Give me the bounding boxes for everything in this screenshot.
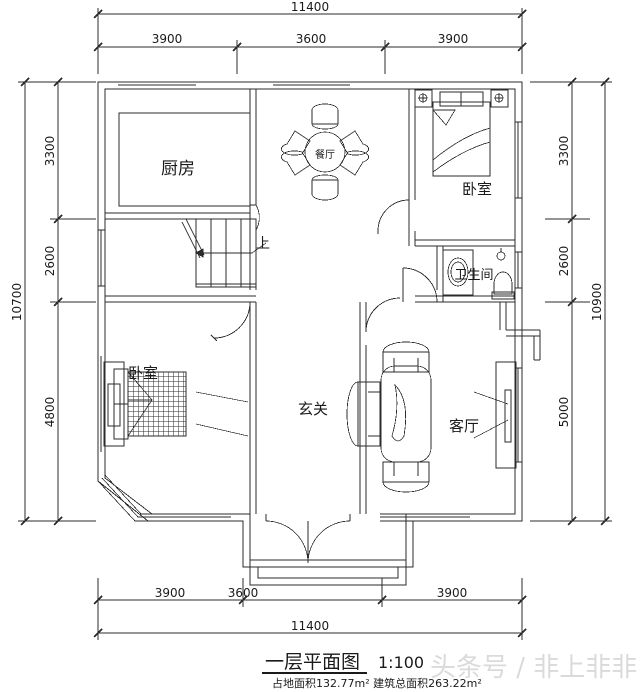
dining-chair <box>311 103 339 130</box>
dim-right-overall: 10900 <box>590 283 604 321</box>
bay-window-bedroom2 <box>97 474 231 522</box>
dimension-top <box>93 8 527 74</box>
window-dining-top <box>273 81 350 90</box>
bed-bedroom1 <box>414 89 509 177</box>
room-label-bedroom2: 卧室 <box>128 364 158 382</box>
dim-top-seg-1: 3900 <box>152 32 183 46</box>
dim-top-overall: 11400 <box>291 0 329 14</box>
title-block: 一层平面图 1:100 占地面积132.77m² 建筑总面积263.22m² <box>262 651 482 690</box>
sofa-set-living <box>346 341 432 493</box>
dining-chair <box>280 150 311 176</box>
door-bedroom1 <box>377 199 410 234</box>
bathroom-fixtures <box>442 248 515 300</box>
dim-top-seg-3: 3900 <box>438 32 469 46</box>
dining-chair <box>311 174 339 201</box>
page-title: 一层平面图 <box>265 651 360 673</box>
staircase <box>181 218 267 288</box>
leader-lines <box>195 391 509 439</box>
window-bedroom1-right <box>514 121 523 199</box>
door-bedroom2 <box>210 301 251 342</box>
door-living <box>359 297 401 345</box>
window-living-right <box>495 361 523 469</box>
room-label-kitchen: 厨房 <box>161 159 195 179</box>
watermark: 头条号 / 非上非非 <box>430 653 637 683</box>
door-entry-double <box>265 514 351 564</box>
window-bathroom-right <box>514 251 523 289</box>
dim-left-seg-3: 4800 <box>43 397 57 428</box>
dim-left-overall: 10700 <box>10 283 24 321</box>
window-living-bottom <box>380 513 470 522</box>
kitchen-counter <box>118 112 251 207</box>
room-label-bedroom1: 卧室 <box>462 180 492 198</box>
interior-walls <box>105 89 541 514</box>
room-label-bathroom: 卫生间 <box>454 268 493 283</box>
dimension-left <box>18 77 96 526</box>
dim-top-seg-2: 3600 <box>296 32 327 46</box>
window-left-stairhall <box>97 229 106 287</box>
dimension-bottom <box>93 578 527 640</box>
stair-up-annotation: 上 <box>256 236 270 252</box>
watermark-text: 头条号 / 非上非非 <box>430 653 637 683</box>
room-label-group: 厨房 餐厅 卧室 卫生间 卧室 玄关 客厅 <box>128 148 494 435</box>
dimension-right <box>530 77 612 526</box>
entry-porch-step <box>249 560 407 586</box>
window-kitchen-top <box>118 81 196 90</box>
dim-left-seg-1: 3300 <box>43 136 57 167</box>
stair-up-label: 上 <box>256 236 270 252</box>
dim-bottom-seg-3: 3900 <box>437 586 468 600</box>
window-bedroom2-left <box>97 356 125 452</box>
room-label-living: 客厅 <box>449 417 479 435</box>
dim-bottom-overall: 11400 <box>291 619 329 633</box>
room-label-dining: 餐厅 <box>315 148 335 161</box>
dim-bottom-seg-2: 3600 <box>228 586 259 600</box>
dim-right-seg-2: 2600 <box>557 246 571 277</box>
scale-label: 1:100 <box>378 653 424 672</box>
dim-right-seg-1: 3300 <box>557 136 571 167</box>
dining-table-set <box>280 103 370 201</box>
room-label-foyer: 玄关 <box>298 400 328 418</box>
dimension-text-group: 11400 3900 3600 3900 3600 3900 3900 1140… <box>10 0 604 633</box>
dim-right-seg-3: 5000 <box>557 397 571 428</box>
dim-left-seg-2: 2600 <box>43 246 57 277</box>
bed-bedroom2 <box>113 368 187 440</box>
dining-chair <box>339 150 370 176</box>
dim-bottom-seg-1: 3900 <box>155 586 186 600</box>
area-note: 占地面积132.77m² 建筑总面积263.22m² <box>272 676 482 690</box>
door-kitchen <box>249 204 260 231</box>
